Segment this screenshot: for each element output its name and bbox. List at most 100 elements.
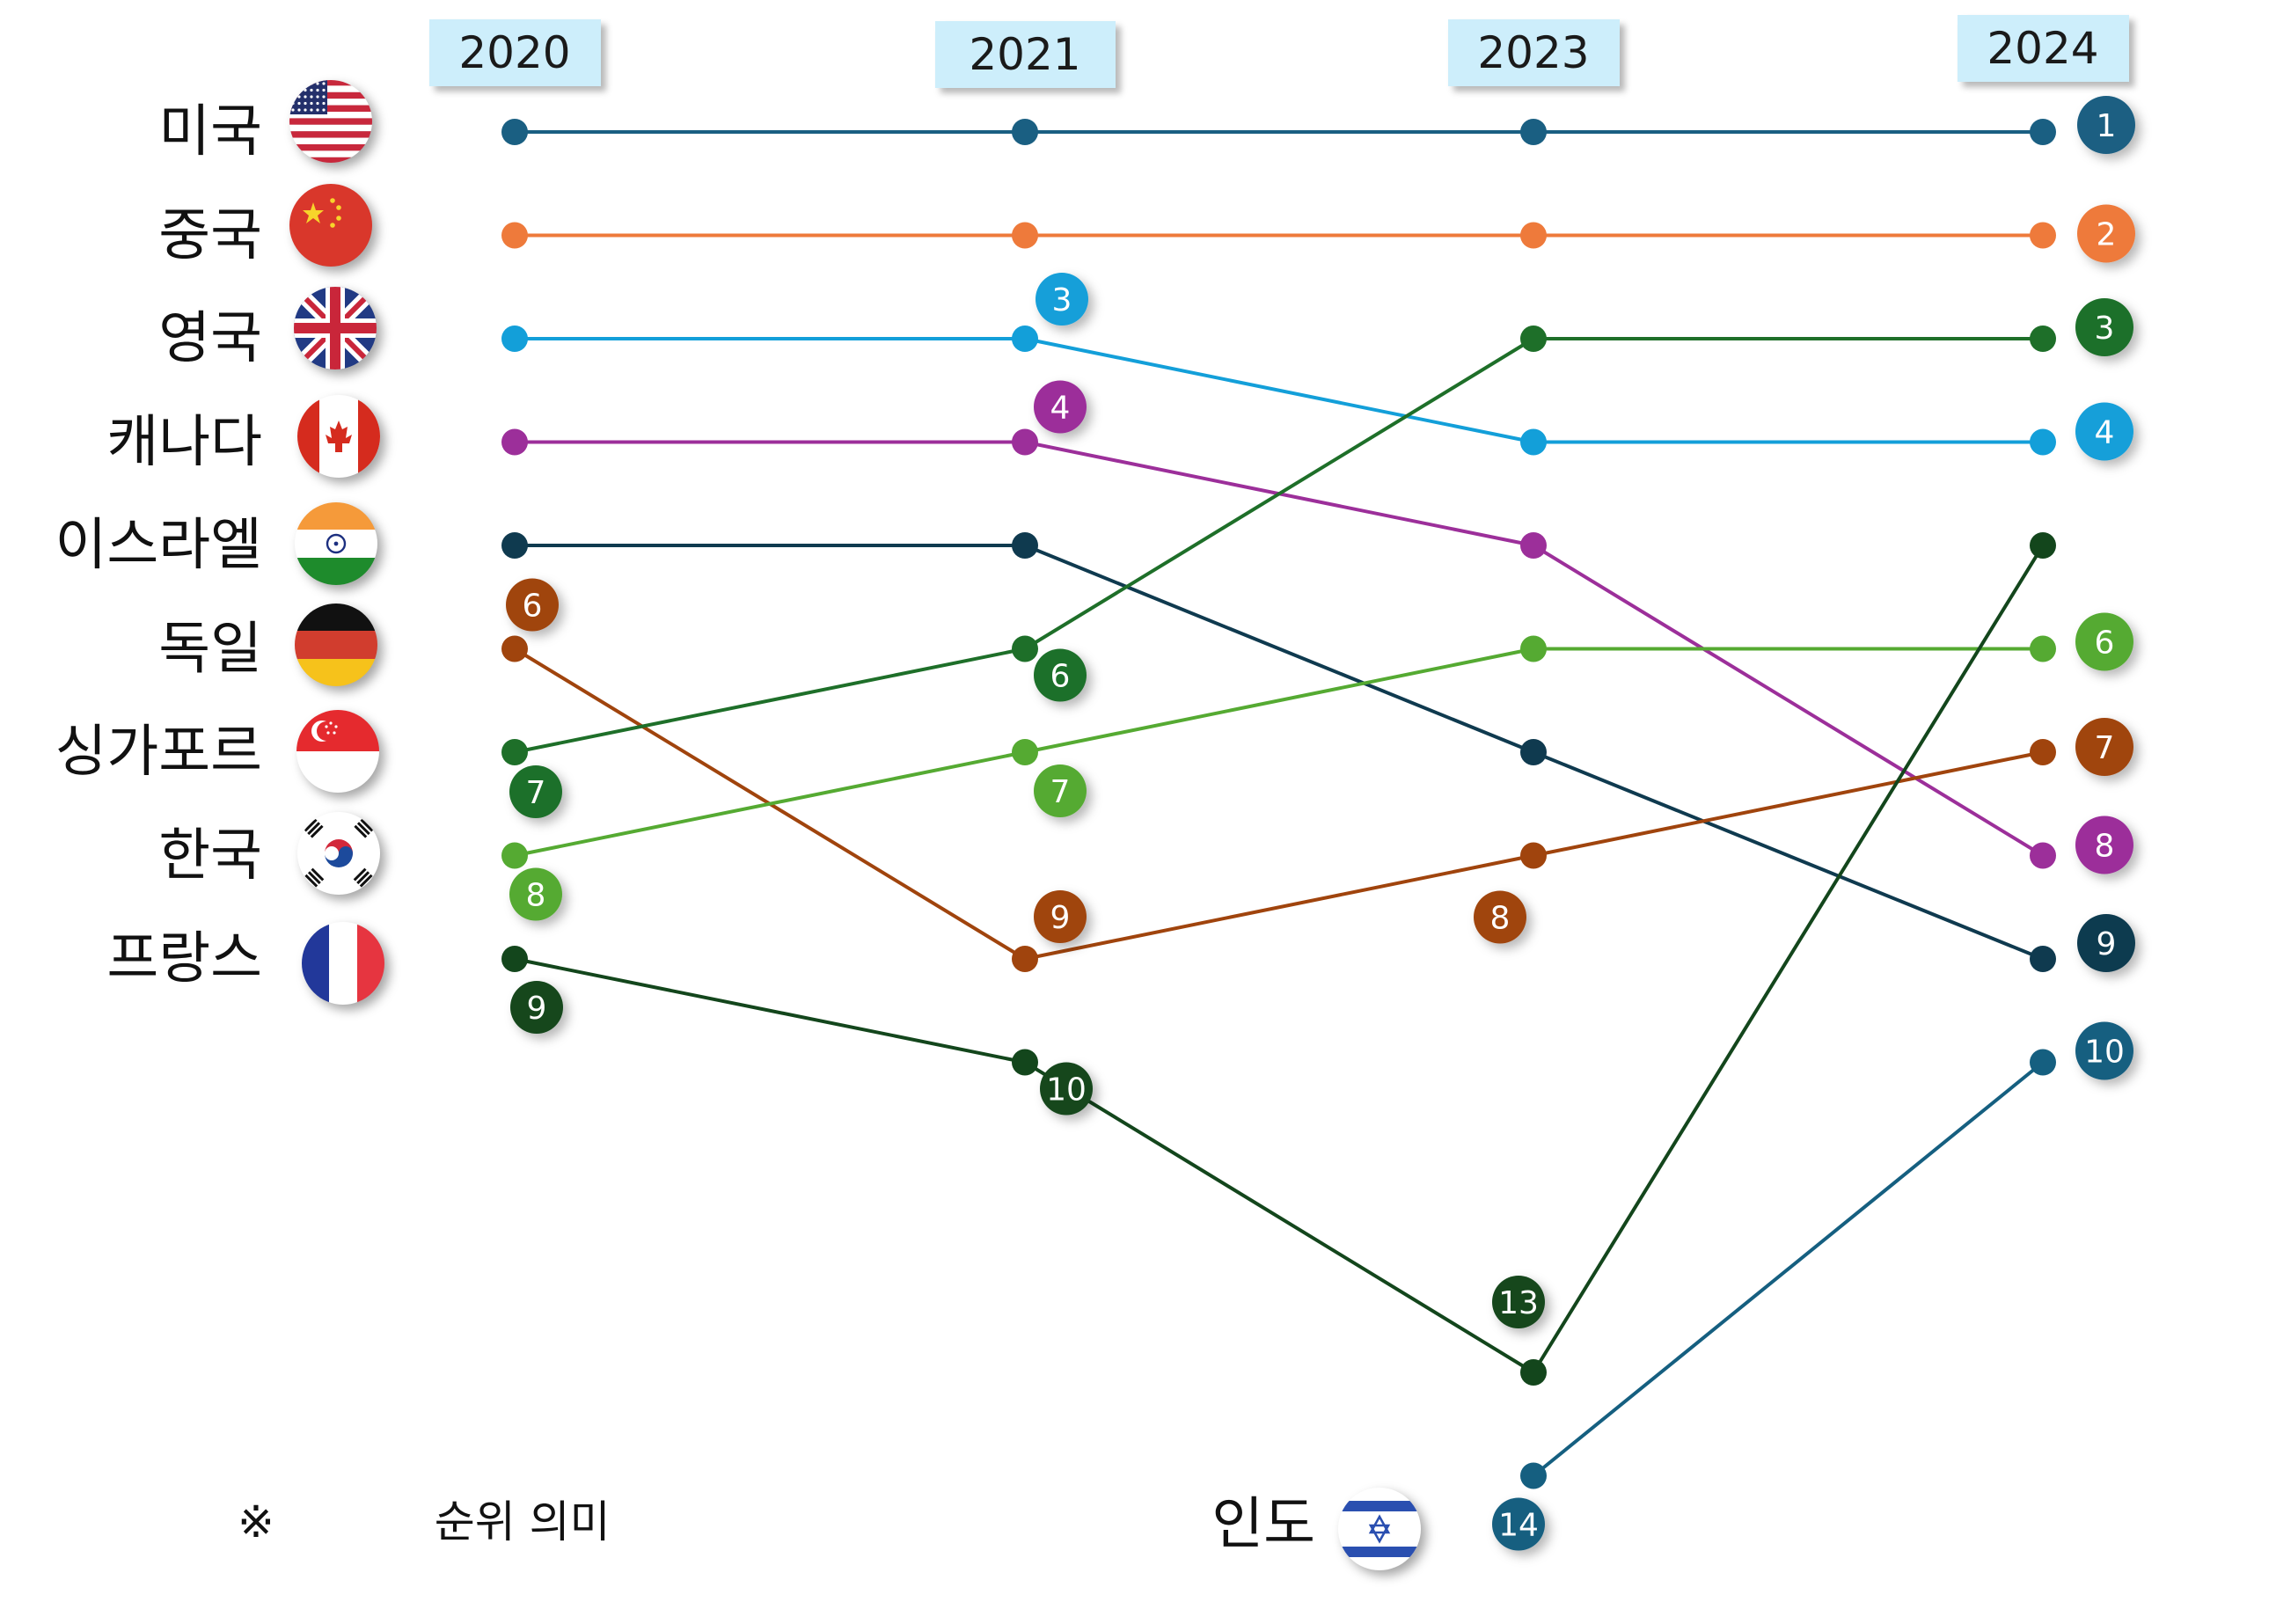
data-point: [501, 532, 528, 559]
israel-flag-icon: [1337, 1487, 1422, 1571]
rank-label: 6: [523, 589, 543, 625]
country-label-canada: 캐나다: [106, 409, 262, 475]
data-point: [2030, 428, 2056, 456]
rank-label: 3: [2095, 311, 2115, 347]
series-line-segment: [1023, 1060, 1535, 1374]
data-point: [1520, 842, 1547, 869]
country-label-singapore: 싱가포르: [55, 720, 262, 785]
data-point: [1012, 428, 1038, 456]
rank-label: 8: [2095, 829, 2115, 865]
rank-badge: [2075, 402, 2133, 461]
country-label-korea: 한국: [158, 823, 262, 889]
data-point: [501, 222, 528, 249]
rank-badge: [2075, 612, 2133, 671]
rank-badge: [2075, 718, 2133, 776]
rank-badge: [1474, 890, 1526, 944]
data-point: [501, 428, 528, 456]
rank-label: 7: [2095, 730, 2115, 766]
data-point: [2030, 222, 2056, 249]
data-point: [501, 635, 528, 662]
year-header-2023: 2023: [1447, 19, 1620, 86]
year-header-2020: 2020: [428, 19, 601, 86]
rank-label: 13: [1498, 1285, 1539, 1321]
rank-badge: [510, 981, 563, 1034]
country-label-uk: 영국: [158, 306, 262, 371]
year-header-2024: 2024: [1957, 15, 2129, 82]
data-point: [1012, 326, 1038, 352]
data-point: [2030, 326, 2056, 352]
series-line-segment: [1532, 544, 2045, 1374]
rank-badge: [2077, 914, 2135, 972]
data-point: [1520, 326, 1547, 352]
data-point: [1520, 739, 1547, 765]
rank-badge: [1492, 1497, 1545, 1551]
france-flag-icon: [301, 921, 385, 1006]
rank-badge: [1036, 273, 1088, 326]
data-point: [2030, 1049, 2056, 1076]
data-point: [1520, 428, 1547, 456]
data-point: [1012, 119, 1038, 145]
rank-label: 8: [1490, 901, 1511, 937]
rank-label: 9: [1050, 900, 1071, 936]
singapore-flag-icon: [296, 709, 380, 794]
rank-label: 14: [1498, 1508, 1539, 1544]
data-point: [1520, 222, 1547, 249]
data-point: [501, 119, 528, 145]
data-point: [1520, 635, 1547, 662]
data-point: [1520, 1359, 1547, 1386]
data-point: [1012, 532, 1038, 559]
rank-label: 8: [526, 878, 546, 914]
rank-badge: [2077, 96, 2135, 154]
country-label-us: 미국: [158, 99, 262, 165]
rank-label: 7: [1050, 774, 1071, 810]
series-line-segment: [1024, 337, 1534, 444]
rank-label: 4: [2095, 415, 2115, 451]
country-label-germany: 독일: [158, 616, 262, 682]
rank-badge: [1034, 380, 1087, 434]
india-flag-icon: [294, 501, 378, 586]
rank-badge: [506, 578, 559, 632]
data-point: [2030, 842, 2056, 869]
rank-badge: [2075, 1021, 2133, 1080]
rank-label: 10: [1046, 1072, 1087, 1108]
data-point: [2030, 946, 2056, 972]
rank-badge: [2077, 204, 2135, 263]
series-line-segment: [1023, 337, 1535, 651]
rank-badge: [1034, 648, 1087, 702]
data-point: [2030, 635, 2056, 662]
series-line-segment: [514, 647, 1026, 754]
data-point: [501, 842, 528, 869]
rank-badge: [2075, 298, 2133, 356]
data-point: [1012, 739, 1038, 765]
data-point: [2030, 119, 2056, 145]
rank-label: 4: [1050, 391, 1071, 427]
series-line-segment: [1533, 750, 2044, 961]
series-line-segment: [1532, 1060, 2045, 1478]
data-point: [1520, 1462, 1547, 1489]
canada-flag-icon: [296, 394, 381, 479]
rank-note: ※ 순위 의미: [238, 1487, 611, 1550]
country-label-india: 이스라엘: [55, 513, 262, 578]
year-header-2021: 2021: [934, 21, 1116, 88]
china-flag-icon: [289, 183, 373, 267]
series-line-segment: [514, 750, 1026, 858]
series-line-segment: [1024, 544, 1534, 754]
rank-label: 6: [2095, 625, 2115, 662]
country-label-france: 프랑스: [106, 926, 262, 991]
data-point: [1012, 635, 1038, 662]
data-point: [1012, 222, 1038, 249]
series-points: [501, 119, 2056, 1489]
data-point: [1012, 946, 1038, 972]
rank-badge: [1034, 890, 1087, 943]
data-point: [501, 946, 528, 972]
rank-badge: [509, 867, 562, 921]
series-line-segment: [1533, 750, 2044, 858]
rank-badge: [1034, 764, 1087, 817]
data-point: [2030, 532, 2056, 559]
country-label-china: 중국: [158, 202, 262, 268]
rank-label: 9: [2097, 926, 2117, 962]
korea-flag-icon: [296, 811, 381, 896]
uk-flag-icon: [293, 286, 377, 370]
